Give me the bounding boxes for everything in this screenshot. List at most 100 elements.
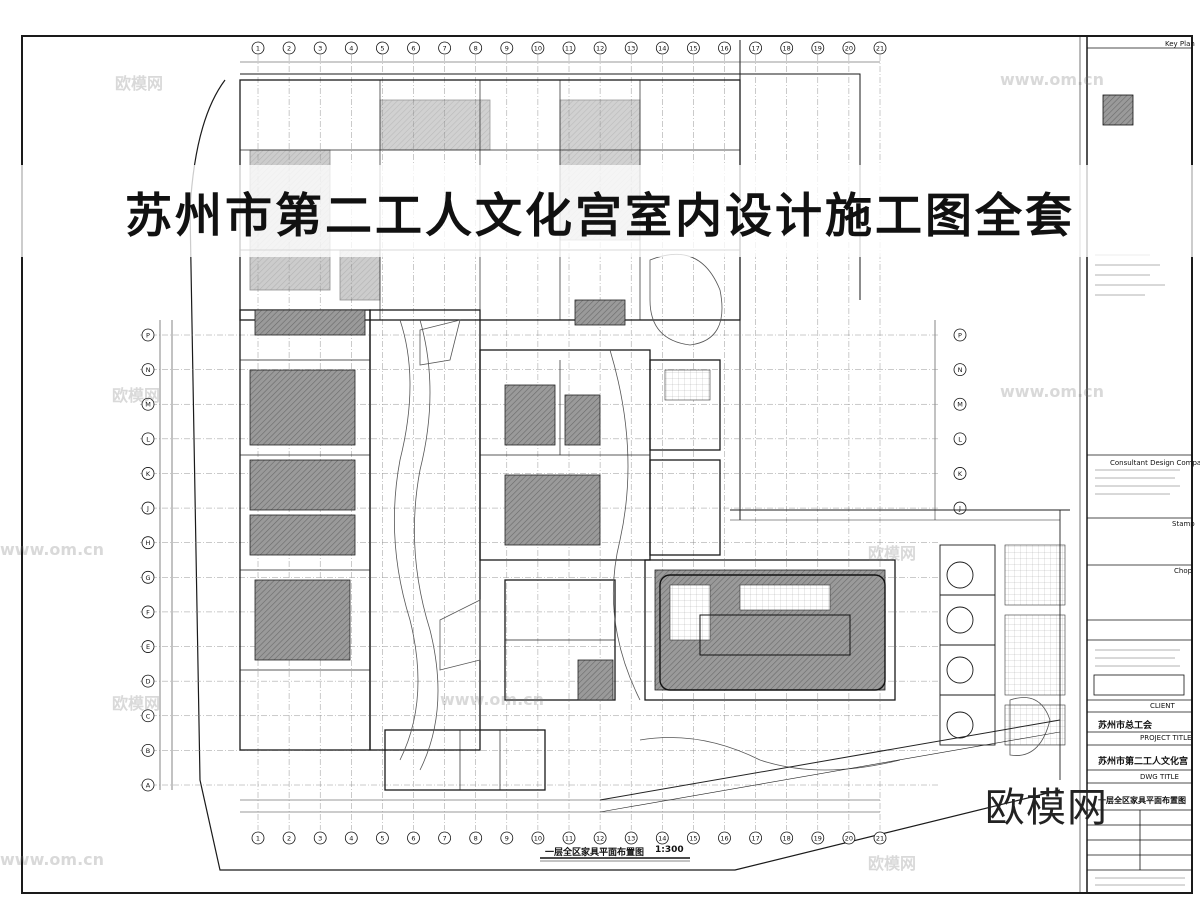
svg-text:M: M	[145, 401, 151, 409]
grid-axis-bubble: P	[141, 328, 155, 342]
svg-text:9: 9	[505, 835, 509, 843]
svg-text:12: 12	[596, 835, 604, 843]
grid-axis-bubble: 8	[469, 831, 483, 845]
svg-text:15: 15	[689, 835, 697, 843]
grid-bubbles: 1122334455667788991010111112121313141415…	[141, 41, 967, 845]
key-plan-label: Key Plan	[1165, 40, 1195, 48]
svg-text:E: E	[146, 643, 150, 651]
project-name: 苏州市第二工人文化宫	[1098, 757, 1189, 767]
svg-text:13: 13	[627, 45, 635, 53]
svg-text:6: 6	[411, 835, 415, 843]
grid-axis-bubble: 20	[842, 41, 856, 55]
watermark-url: www.om.cn	[440, 690, 545, 709]
svg-text:19: 19	[814, 45, 822, 53]
svg-text:P: P	[146, 332, 150, 340]
svg-text:L: L	[958, 435, 962, 443]
dwg-name: 一层全区家具平面布置图	[1098, 796, 1186, 805]
grid-axis-bubble: 4	[344, 831, 358, 845]
svg-text:21: 21	[876, 835, 884, 843]
grid-axis-bubble: 7	[438, 831, 452, 845]
svg-text:19: 19	[814, 835, 822, 843]
svg-text:1: 1	[256, 45, 260, 53]
svg-text:A: A	[146, 782, 151, 790]
client-name: 苏州市总工会	[1098, 721, 1153, 731]
svg-text:2: 2	[287, 835, 291, 843]
grid-axis-bubble: D	[141, 674, 155, 688]
grid-axis-bubble: 9	[500, 41, 514, 55]
grid-axis-bubble: 10	[531, 831, 545, 845]
banner-title: 苏州市第二工人文化宫室内设计施工图全套	[125, 188, 1075, 244]
grid-axis-bubble: 2	[282, 41, 296, 55]
grid-axis-bubble: 15	[687, 41, 700, 55]
grid-axis-bubble: K	[953, 467, 967, 480]
grid-axis-bubble: H	[141, 536, 155, 550]
svg-text:17: 17	[751, 45, 759, 53]
svg-text:13: 13	[627, 835, 635, 843]
watermark-text: 欧模网	[868, 854, 917, 873]
grid-axis-bubble: 5	[375, 831, 389, 845]
grid-axis-bubble: 1	[251, 41, 265, 55]
svg-text:3: 3	[318, 835, 322, 843]
plan-scale: 1:300	[655, 845, 684, 855]
svg-text:N: N	[958, 366, 963, 374]
watermark-logo: 欧模网	[985, 785, 1108, 831]
svg-text:G: G	[145, 574, 150, 582]
grid-axis-bubble: 13	[624, 831, 638, 845]
svg-text:17: 17	[751, 835, 759, 843]
svg-text:6: 6	[411, 45, 415, 53]
svg-text:5: 5	[380, 835, 384, 843]
svg-text:J: J	[146, 505, 149, 513]
grid-axis-bubble: K	[141, 467, 155, 480]
stamp-label: Stamp	[1172, 520, 1195, 528]
svg-text:D: D	[145, 678, 150, 686]
watermark-url: www.om.cn	[0, 540, 105, 559]
grid-axis-bubble: 1	[251, 831, 265, 845]
grid-axis-bubble: 8	[469, 41, 483, 55]
svg-text:9: 9	[505, 45, 509, 53]
svg-text:11: 11	[565, 835, 573, 843]
grid-axis-bubble: 3	[313, 831, 327, 845]
grid-axis-bubble: C	[141, 709, 155, 723]
plan-title: 一层全区家具平面布置图	[545, 848, 645, 858]
grid-axis-bubble: 16	[718, 831, 731, 845]
svg-text:12: 12	[596, 45, 604, 53]
grid-axis-bubble: 18	[780, 831, 794, 845]
watermark-text: 欧模网	[112, 694, 161, 713]
grid-axis-bubble: G	[141, 570, 155, 584]
svg-text:7: 7	[443, 45, 447, 53]
svg-text:4: 4	[349, 45, 353, 53]
svg-text:N: N	[146, 366, 151, 374]
svg-text:20: 20	[845, 835, 853, 843]
svg-text:8: 8	[474, 45, 478, 53]
consultant-label: Consultant Design Company	[1110, 459, 1200, 467]
grid-axis-bubble: 3	[313, 41, 327, 55]
landscape-paths	[393, 253, 1051, 771]
svg-text:15: 15	[689, 45, 697, 53]
svg-text:8: 8	[474, 835, 478, 843]
svg-text:7: 7	[443, 835, 447, 843]
grid-axis-bubble: P	[953, 328, 967, 342]
watermark-url: www.om.cn	[1000, 382, 1105, 401]
grid-axis-bubble: 5	[375, 41, 389, 55]
svg-text:H: H	[146, 539, 151, 547]
grid-axis-bubble: 19	[811, 41, 825, 55]
svg-text:K: K	[958, 470, 963, 478]
grid-axis-bubble: L	[953, 432, 967, 446]
grid-axis-bubble: J	[141, 501, 155, 515]
round-planters	[939, 544, 996, 746]
grid-axis-bubble: 6	[407, 41, 420, 55]
svg-text:18: 18	[783, 45, 791, 53]
svg-text:B: B	[146, 747, 150, 755]
grid-axis-bubble: 9	[500, 831, 514, 845]
grid-axis-bubble: N	[141, 363, 155, 377]
parking-blocks	[664, 369, 1066, 746]
grid-axis-bubble: 18	[780, 41, 794, 55]
watermark-text: 欧模网	[115, 74, 164, 93]
client-label: CLIENT	[1150, 702, 1175, 710]
svg-text:5: 5	[380, 45, 384, 53]
svg-text:L: L	[146, 435, 150, 443]
svg-text:16: 16	[720, 45, 728, 53]
grid-axis-bubble: 12	[593, 41, 607, 55]
